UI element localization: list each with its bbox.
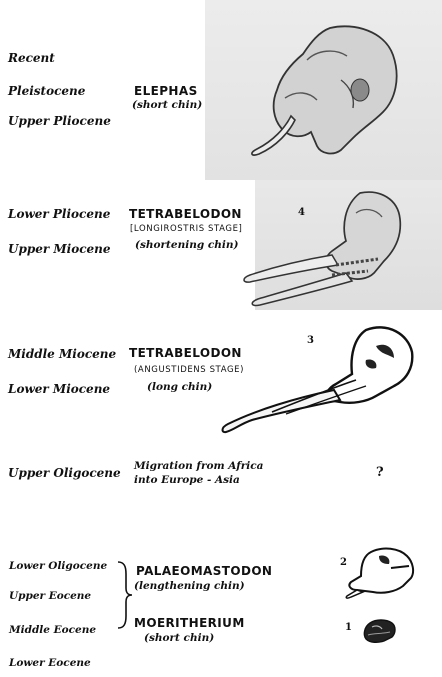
era-lower-pliocene: Lower Pliocene [8,207,110,221]
era-pleistocene: Pleistocene [8,84,85,98]
era-bracket [114,560,134,630]
era-upper-pliocene: Upper Pliocene [8,114,111,128]
era-lower-eocene: Lower Eocene [9,657,91,669]
era-upper-miocene: Upper Miocene [8,242,111,256]
genus-tetrabelodon-4: TETRABELODON [129,207,242,221]
tetrabelodon-longirostris-skull-illustration [228,185,428,310]
genus-moeritherium: MOERITHERIUM [134,616,245,630]
palaeomastodon-skull-illustration [343,544,423,599]
chin-note-moeritherium: (short chin) [144,632,214,644]
genus-palaeomastodon: PALAEOMASTODON [136,564,272,578]
era-lower-oligocene: Lower Oligocene [9,560,107,572]
moeritherium-skull-illustration [362,617,398,645]
tetrabelodon-angustidens-skull-illustration [216,320,426,435]
era-upper-oligocene: Upper Oligocene [8,466,121,480]
elephas-skull-illustration [245,20,405,165]
era-lower-miocene: Lower Miocene [8,382,110,396]
genus-elephas: ELEPHAS [134,84,198,98]
era-upper-eocene: Upper Eocene [9,590,91,602]
migration-note-line-2: into Europe - Asia [134,474,240,486]
skull-number-1: 1 [345,622,352,633]
chin-note-elephas: (short chin) [132,99,202,111]
unknown-ancestor-question-mark: ? [376,465,384,480]
migration-note-line-1: Migration from Africa [134,460,263,472]
stage-longirostris: [LONGIROSTRIS STAGE] [130,224,242,234]
era-middle-miocene: Middle Miocene [8,347,116,361]
chin-note-tetrabelodon-3: (long chin) [147,381,212,393]
chin-note-palaeomastodon: (lengthening chin) [134,580,245,592]
era-middle-eocene: Middle Eocene [9,624,96,636]
chin-note-tetrabelodon-4: (shortening chin) [135,239,238,251]
era-recent: Recent [8,51,55,65]
